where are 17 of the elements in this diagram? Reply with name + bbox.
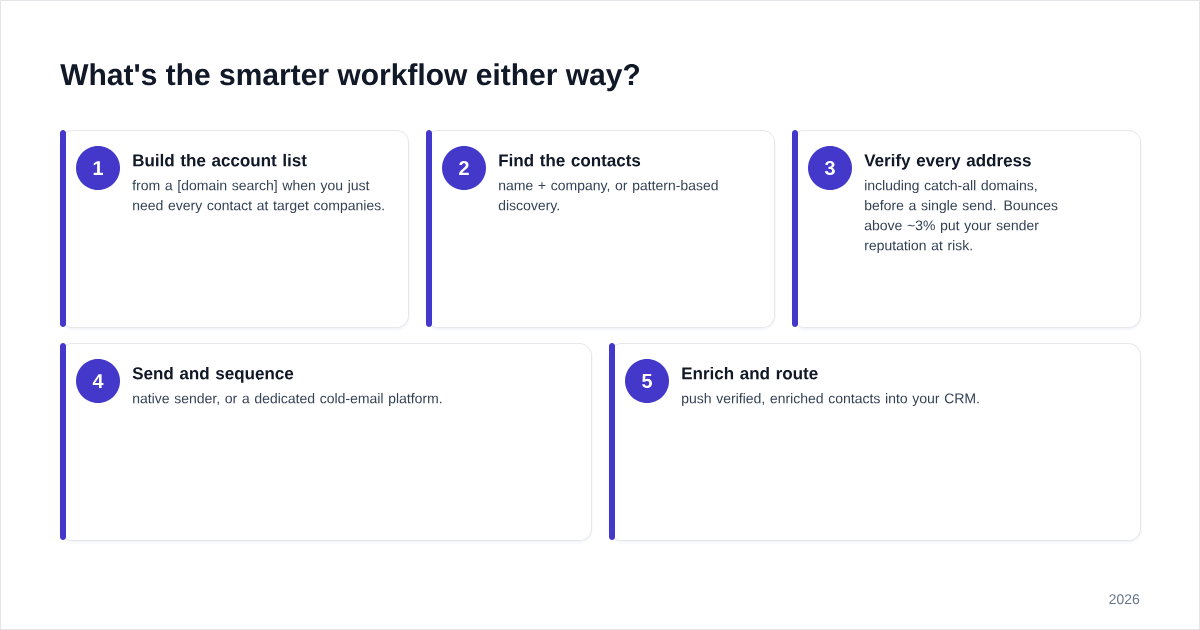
step-title: Build the account list xyxy=(133,153,307,167)
step-number: 2 xyxy=(442,146,486,190)
step-number: 1 xyxy=(76,146,120,190)
step-text: name + company, or pattern-based discovery. xyxy=(498,180,718,214)
step-text: including catch-all domains, before a single send. Bounces above ~3% put your sender reputation at risk. xyxy=(864,180,1058,254)
step-text: native sender, or a dedicated cold-email platform. xyxy=(133,393,442,407)
step-title: Verify every address xyxy=(864,153,1031,170)
step-number: 4 xyxy=(76,359,120,403)
step-title: Enrich and route xyxy=(682,366,818,380)
step-text: push verified, enriched contacts into your CRM. xyxy=(682,393,979,407)
title: What's the smarter workflow either way? xyxy=(60,63,640,92)
year-label: 2026 xyxy=(1109,594,1140,605)
step-title: Find the contacts xyxy=(499,153,641,167)
step-title: Send and sequence xyxy=(132,366,294,383)
step-number: 5 xyxy=(625,359,669,403)
step-number: 3 xyxy=(808,146,852,190)
step-text: from a [domain search] when you just need every contact at target companies. xyxy=(132,180,384,214)
